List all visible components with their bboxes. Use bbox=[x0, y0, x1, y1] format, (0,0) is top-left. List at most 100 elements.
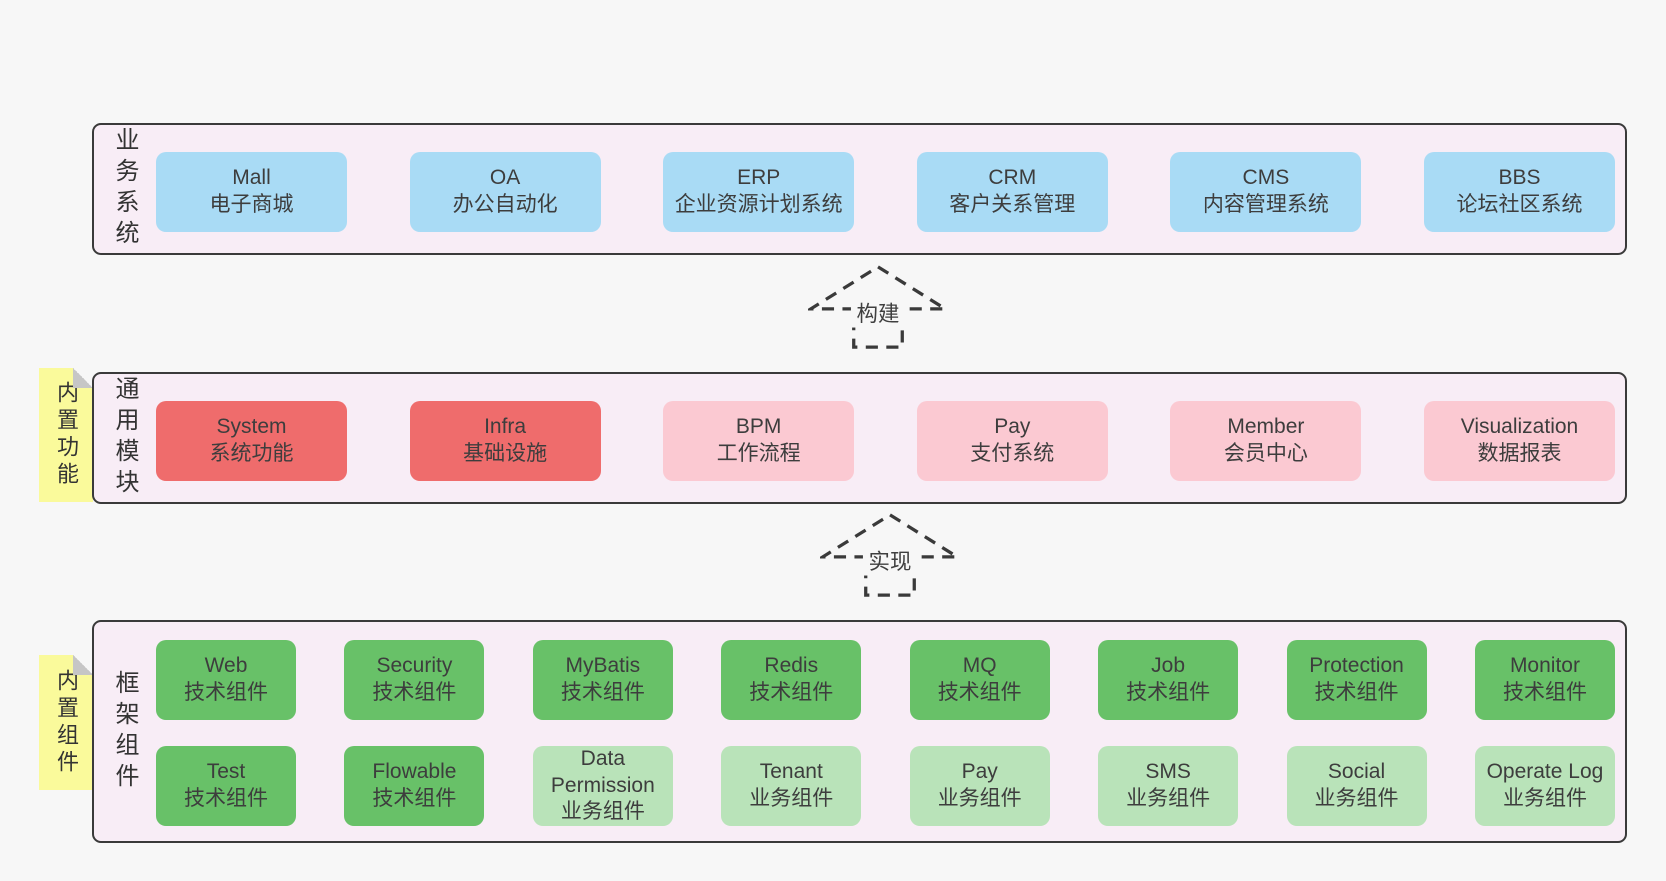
box-subtitle: 工作流程 bbox=[716, 442, 801, 465]
business-box-mall: Mall 电子商城 bbox=[156, 152, 347, 232]
box-title: CMS bbox=[1242, 166, 1290, 190]
box-subtitle: 业务组件 bbox=[749, 787, 834, 810]
framework-box-test: Test 技术组件 bbox=[156, 746, 296, 826]
arrow-label-backdrop bbox=[862, 545, 918, 576]
fold-corner-icon bbox=[73, 655, 93, 675]
framework-box-monitor: Monitor 技术组件 bbox=[1474, 640, 1615, 720]
box-title: Job bbox=[1151, 654, 1186, 678]
box-title: BBS bbox=[1498, 166, 1541, 190]
common-box-row: System 系统功能 Infra 基础设施 BPM 工作流程 Pay 支付系统… bbox=[156, 401, 1615, 481]
common-box-bpm: BPM 工作流程 bbox=[663, 401, 855, 481]
box-title: Web bbox=[204, 654, 248, 678]
box-title: Security bbox=[376, 654, 453, 678]
box-title: Flowable bbox=[372, 760, 457, 784]
framework-box-redis: Redis 技术组件 bbox=[721, 640, 862, 720]
box-title: Data Permission bbox=[550, 746, 655, 797]
business-box-bbs: BBS 论坛社区系统 bbox=[1423, 152, 1615, 232]
business-box-crm: CRM 客户关系管理 bbox=[916, 152, 1108, 232]
box-title: Test bbox=[206, 760, 246, 784]
framework-box-protection: Protection 技术组件 bbox=[1286, 640, 1427, 720]
box-subtitle: 数据报表 bbox=[1477, 442, 1562, 465]
box-title: BPM bbox=[735, 415, 782, 439]
box-title: Operate Log bbox=[1486, 760, 1604, 784]
framework-box-row-2: Test 技术组件 Flowable 技术组件 Data Permission … bbox=[156, 746, 1615, 826]
box-subtitle: 业务组件 bbox=[937, 787, 1022, 810]
box-subtitle: 基础设施 bbox=[463, 442, 548, 465]
box-title: SMS bbox=[1145, 760, 1191, 784]
box-title: OA bbox=[489, 166, 521, 190]
box-subtitle: 电子商城 bbox=[209, 193, 294, 216]
box-subtitle: 业务组件 bbox=[1314, 787, 1399, 810]
box-subtitle: 支付系统 bbox=[970, 442, 1055, 465]
common-box-infra: Infra 基础设施 bbox=[409, 401, 601, 481]
common-modules-label: 通用模块 bbox=[111, 376, 138, 500]
common-box-visualization: Visualization 数据报表 bbox=[1423, 401, 1615, 481]
box-title: CRM bbox=[988, 166, 1037, 190]
box-subtitle: 业务组件 bbox=[1126, 787, 1211, 810]
business-box-row: Mall 电子商城 OA 办公自动化 ERP 企业资源计划系统 CRM 客户关系… bbox=[156, 152, 1615, 232]
common-box-pay: Pay 支付系统 bbox=[916, 401, 1108, 481]
box-title: Visualization bbox=[1460, 415, 1579, 439]
box-title: System bbox=[216, 415, 287, 439]
framework-box-tenant: Tenant 业务组件 bbox=[721, 746, 862, 826]
framework-box-security: Security 技术组件 bbox=[344, 640, 485, 720]
framework-box-mybatis: MyBatis 技术组件 bbox=[532, 640, 673, 720]
framework-components-note: 内置组件 bbox=[39, 655, 93, 790]
framework-box-pay: Pay 业务组件 bbox=[909, 746, 1050, 826]
framework-components-panel: 框架组件 Web 技术组件 Security 技术组件 MyBatis 技术组件… bbox=[92, 620, 1627, 843]
framework-box-operate-log: Operate Log 业务组件 bbox=[1474, 746, 1615, 826]
box-subtitle: 技术组件 bbox=[184, 681, 268, 704]
box-title: MyBatis bbox=[565, 654, 641, 678]
box-title: Social bbox=[1327, 760, 1386, 784]
build-arrow-label: 构建 bbox=[857, 302, 900, 326]
box-subtitle: 论坛社区系统 bbox=[1456, 193, 1583, 216]
box-title: Monitor bbox=[1509, 654, 1580, 678]
box-subtitle: 业务组件 bbox=[1502, 787, 1587, 810]
box-title: Protection bbox=[1309, 654, 1404, 678]
framework-box-mq: MQ 技术组件 bbox=[909, 640, 1050, 720]
framework-box-sms: SMS 业务组件 bbox=[1098, 746, 1239, 826]
common-box-member: Member 会员中心 bbox=[1170, 401, 1362, 481]
box-subtitle: 会员中心 bbox=[1223, 442, 1308, 465]
box-subtitle: 技术组件 bbox=[560, 681, 645, 704]
framework-box-web: Web 技术组件 bbox=[156, 640, 296, 720]
common-box-system: System 系统功能 bbox=[156, 401, 347, 481]
box-subtitle: 系统功能 bbox=[209, 442, 294, 465]
box-subtitle: 技术组件 bbox=[1502, 681, 1587, 704]
framework-box-flowable: Flowable 技术组件 bbox=[344, 746, 485, 826]
business-layer-panel: 业务系统 Mall 电子商城 OA 办公自动化 ERP 企业资源计划系统 CRM… bbox=[92, 123, 1627, 255]
box-subtitle: 技术组件 bbox=[372, 681, 457, 704]
note-label: 内置功能 bbox=[54, 381, 79, 489]
fold-corner-icon bbox=[73, 368, 93, 388]
business-box-cms: CMS 内容管理系统 bbox=[1170, 152, 1362, 232]
box-subtitle: 客户关系管理 bbox=[949, 193, 1076, 216]
implement-arrow-icon: 实现 bbox=[820, 512, 960, 597]
framework-box-data-permission: Data Permission 业务组件 bbox=[532, 746, 673, 826]
box-subtitle: 技术组件 bbox=[749, 681, 834, 704]
box-subtitle: 业务组件 bbox=[560, 800, 645, 824]
box-subtitle: 技术组件 bbox=[372, 787, 457, 810]
box-title: Member bbox=[1227, 415, 1305, 439]
common-modules-panel: 通用模块 System 系统功能 Infra 基础设施 BPM 工作流程 Pay… bbox=[92, 372, 1627, 504]
framework-box-row-1: Web 技术组件 Security 技术组件 MyBatis 技术组件 Redi… bbox=[156, 640, 1615, 720]
business-box-oa: OA 办公自动化 bbox=[409, 152, 601, 232]
arrow-label-backdrop bbox=[850, 297, 906, 328]
build-arrow-icon: 构建 bbox=[808, 264, 948, 349]
arrow-up-outline bbox=[820, 512, 960, 597]
business-box-erp: ERP 企业资源计划系统 bbox=[663, 152, 855, 232]
box-title: Infra bbox=[484, 415, 527, 439]
box-title: Pay bbox=[961, 760, 998, 784]
box-title: ERP bbox=[737, 166, 781, 190]
box-subtitle: 技术组件 bbox=[1314, 681, 1399, 704]
box-title: Tenant bbox=[759, 760, 823, 784]
note-label: 内置组件 bbox=[54, 668, 79, 777]
box-subtitle: 办公自动化 bbox=[452, 193, 558, 216]
box-title: Mall bbox=[232, 166, 271, 190]
framework-components-label: 框架组件 bbox=[111, 669, 138, 794]
box-subtitle: 技术组件 bbox=[184, 787, 268, 810]
box-title: Pay bbox=[994, 415, 1031, 439]
framework-box-job: Job 技术组件 bbox=[1098, 640, 1239, 720]
framework-box-social: Social 业务组件 bbox=[1286, 746, 1427, 826]
box-subtitle: 内容管理系统 bbox=[1202, 193, 1329, 216]
